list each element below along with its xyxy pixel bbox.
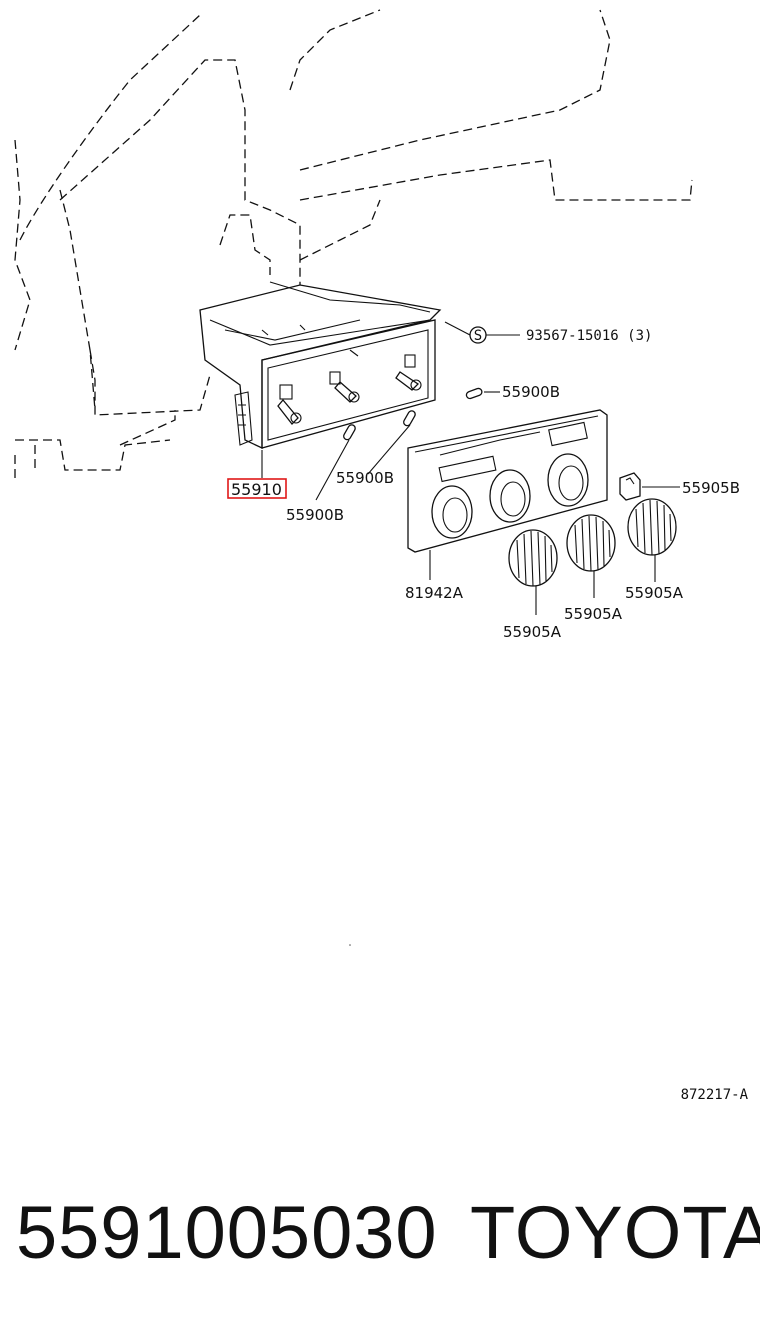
- slider-lever-left: [277, 398, 302, 425]
- label-panel: 81942A: [405, 584, 464, 602]
- screw-symbol: S: [469, 326, 487, 344]
- heater-control-assembly: [199, 281, 442, 450]
- slider-lever-right: [395, 371, 422, 391]
- highlighted-part-callout[interactable]: 55910: [227, 478, 287, 499]
- leader-lines: [261, 321, 680, 615]
- bulb-middle: [403, 410, 416, 427]
- label-knob-left: 55905A: [503, 623, 562, 641]
- knob-cap-55905B: [619, 472, 641, 501]
- footer-brand: TOYOTA: [470, 1191, 760, 1274]
- highlight-box: [227, 478, 287, 499]
- label-knob-cap: 55905B: [682, 479, 740, 497]
- knob-middle-55905A: [566, 514, 616, 572]
- dashboard-outline: [14, 9, 693, 480]
- label-screw: 93567-15016 (3): [526, 328, 652, 344]
- screw-symbol-letter: S: [474, 328, 482, 344]
- label-bulb-lower-left: 55900B: [286, 506, 344, 524]
- highlighted-part-label: 55910: [231, 480, 282, 499]
- stray-dot: [349, 944, 351, 946]
- bulb-upper-right: [465, 387, 483, 400]
- bulb-lower-left: [343, 424, 356, 441]
- control-panel-81942A: [407, 409, 608, 553]
- label-bulb-middle: 55900B: [336, 469, 394, 487]
- knob-left-55905A: [508, 529, 558, 587]
- slider-lever-middle: [334, 381, 360, 403]
- label-knob-right: 55905A: [625, 584, 684, 602]
- knob-right-55905A: [627, 498, 677, 556]
- figure-ref: 872217-A: [681, 1087, 749, 1103]
- label-bulb-upper-right: 55900B: [502, 383, 560, 401]
- footer-bar: 5591005030 TOYOTA: [0, 1185, 760, 1285]
- footer-part-number: 5591005030: [16, 1191, 438, 1274]
- label-knob-middle: 55905A: [564, 605, 623, 623]
